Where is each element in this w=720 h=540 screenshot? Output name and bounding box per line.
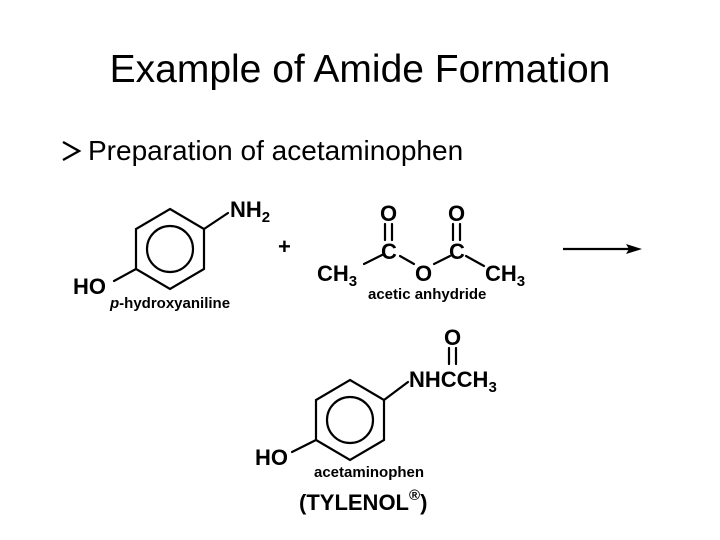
anhydride-bond-o-c-right (432, 254, 452, 266)
product-hydroxyl-group: HO (255, 445, 288, 470)
reactant1-label: p-hydroxyaniline (109, 295, 230, 312)
slide-title: Example of Amide Formation (109, 48, 611, 91)
product-brand-name: (TYLENOL®) (299, 487, 427, 515)
anhydride-methyl-left: CH3 (317, 261, 357, 290)
reaction-arrow-icon (563, 244, 642, 254)
anhydride-bond-c-o-left (398, 254, 416, 266)
anhydride-bond-ch3-c (362, 252, 386, 266)
arrow-bullet-icon (62, 140, 82, 162)
reactant1-amine-group: NH2 (230, 197, 270, 226)
anhydride-oxygen-right: O (448, 201, 465, 226)
reactant1-aromatic-circle (145, 224, 195, 274)
anhydride-label: acetic anhydride (368, 286, 486, 303)
anhydride-bond-c-ch3 (464, 254, 486, 268)
reactant1-bond-n (202, 211, 230, 231)
product-bond-n (382, 380, 410, 402)
product-bond-o (290, 438, 318, 454)
reactant1-hydroxyl-group: HO (73, 274, 106, 299)
plus-sign: + (278, 234, 291, 259)
anhydride-bridge-oxygen: O (415, 261, 432, 286)
anhydride-carbon-left: C (381, 239, 397, 264)
anhydride-methyl-right: CH3 (485, 261, 525, 290)
anhydride-carbon-right: C (449, 239, 465, 264)
product-carbonyl-oxygen: O (444, 325, 461, 350)
anhydride-oxygen-left: O (380, 201, 397, 226)
product-aromatic-circle (325, 395, 375, 445)
product-label: acetaminophen (314, 464, 424, 481)
reactant1-bond-o (112, 267, 138, 283)
bullet-text: Preparation of acetaminophen (88, 135, 464, 166)
product-amide-group: NHCCH3 (409, 367, 497, 396)
